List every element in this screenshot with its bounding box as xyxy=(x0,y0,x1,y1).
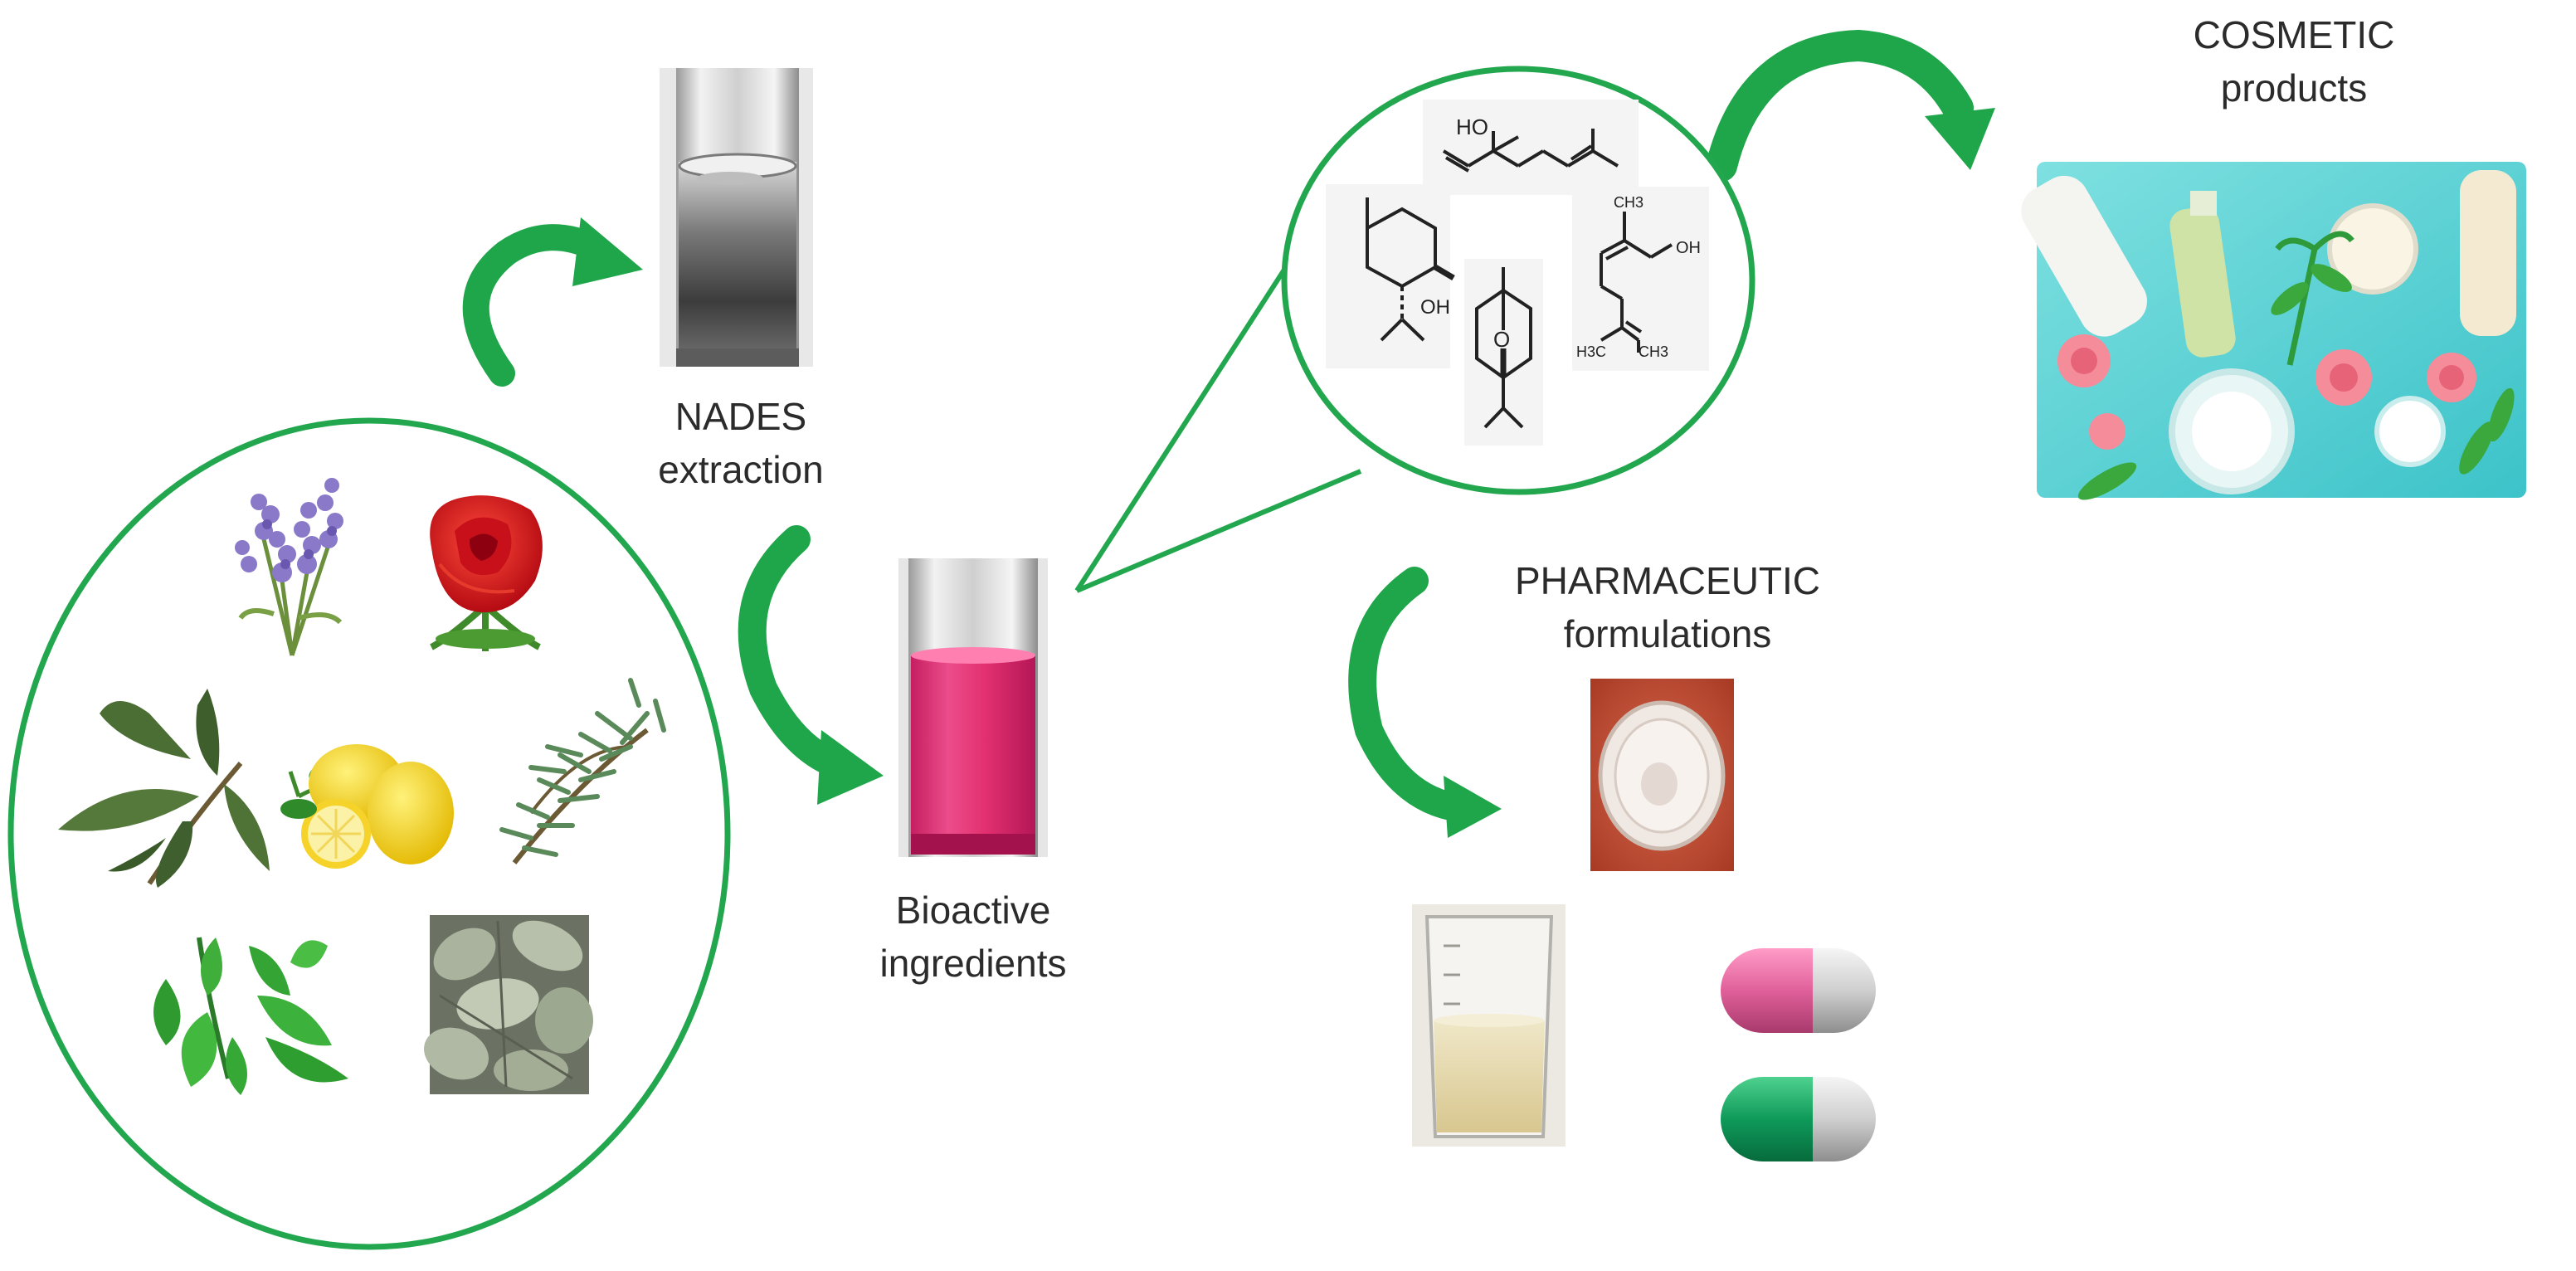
rosemary-icon xyxy=(499,678,666,864)
pharma-line2: formulations xyxy=(1563,612,1772,655)
menthol-oh-label: OH xyxy=(1420,296,1450,319)
sage-icon xyxy=(424,915,593,1094)
cosmetic-line1: COSMETIC xyxy=(2193,13,2395,56)
nades-line1: NADES xyxy=(674,395,807,438)
arrow-to-pharma xyxy=(1348,567,1502,838)
pharmaceutic-formulations-label: PHARMACEUTIC formulations xyxy=(1493,554,1842,660)
zoom-line-bottom xyxy=(1075,469,1362,593)
arrow-to-bioactive xyxy=(738,525,884,805)
geraniol-ch3-top-label: CH3 xyxy=(1614,194,1643,211)
linalool-ho-label: HO xyxy=(1456,114,1488,139)
geraniol-structure xyxy=(1572,187,1709,371)
lemon-icon xyxy=(280,744,454,869)
geraniol-ch3-bottom-label: CH3 xyxy=(1639,343,1668,360)
nades-line2: extraction xyxy=(658,448,824,491)
capsule-pink-icon xyxy=(1721,948,1876,1033)
beaker-image xyxy=(1412,904,1566,1147)
pharma-line1: PHARMACEUTIC xyxy=(1514,559,1821,602)
nades-extraction-label: NADES extraction xyxy=(616,390,865,496)
eucalyptol-o-label: O xyxy=(1493,327,1510,352)
cosmetic-products-label: COSMETIC products xyxy=(2128,8,2460,114)
cosmetic-products-image xyxy=(2021,162,2526,500)
lavender-icon xyxy=(235,478,343,656)
gel-dish-image xyxy=(1590,679,1734,871)
rose-icon xyxy=(430,495,543,651)
bay-leaf-icon xyxy=(58,689,270,888)
linalool-structure xyxy=(1423,100,1639,195)
eucalyptol-structure xyxy=(1464,259,1543,446)
bioactive-vial-image xyxy=(898,558,1048,857)
geraniol-h3c-label: H3C xyxy=(1576,343,1606,360)
arrow-to-nades xyxy=(462,217,643,387)
arrow-to-cosmetic xyxy=(1706,29,1995,182)
mint-icon xyxy=(153,937,348,1095)
bioactive-line2: ingredients xyxy=(879,942,1067,985)
plants-ellipse xyxy=(7,417,731,1250)
menthol-structure xyxy=(1326,184,1455,368)
nades-vial-image xyxy=(660,68,813,367)
geraniol-oh-label: OH xyxy=(1676,239,1701,257)
bioactive-ingredients-label: Bioactive ingredients xyxy=(849,884,1098,990)
capsule-green-icon xyxy=(1721,1077,1876,1161)
cosmetic-line2: products xyxy=(2220,66,2368,110)
bioactive-line1: Bioactive xyxy=(895,889,1051,932)
zoom-line-top xyxy=(1074,268,1287,592)
